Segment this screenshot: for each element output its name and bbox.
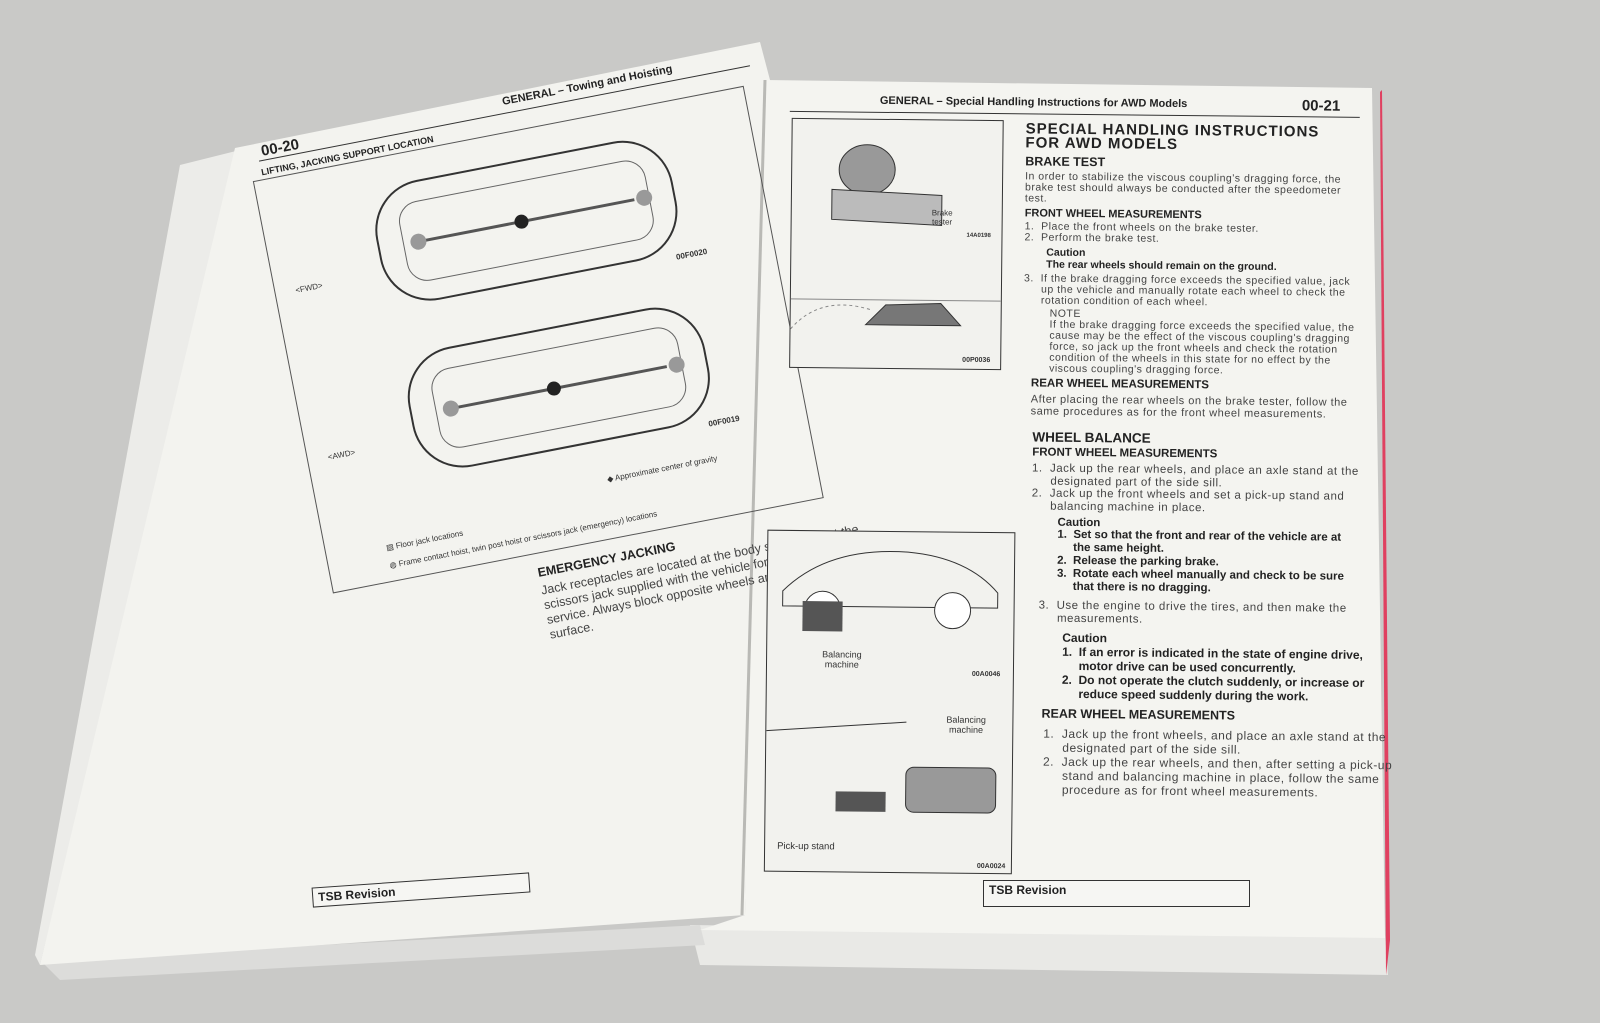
subheading: REAR WHEEL MEASUREMENTS [1041, 706, 1236, 723]
figure-label: Balancing [946, 714, 987, 725]
figure-code: 00A0046 [971, 670, 1001, 679]
section-heading: WHEEL BALANCE [1032, 429, 1151, 446]
left-page: 00-20 GENERAL – Towing and Hoisting LIFT… [252, 41, 861, 642]
right-page: GENERAL – Special Handling Instructions … [763, 92, 1392, 875]
caution-text: The rear wheels should remain on the gro… [1046, 258, 1277, 274]
subheading: FRONT WHEEL MEASUREMENTS [1032, 446, 1218, 461]
figure-label: Brake [931, 208, 953, 218]
figure-label: Balancing [822, 649, 862, 660]
jacking-diagram: <FWD> 00F0020 <AWD> 00F0019 ◆ Approximat… [252, 85, 824, 594]
car-underbody-illustration [375, 140, 710, 468]
figure-label: machine [949, 724, 984, 735]
figure-code: 14A0198 [966, 232, 991, 240]
subheading: REAR WHEEL MEASUREMENTS [1030, 377, 1210, 392]
tsb-revision-box-right: TSB Revision [983, 880, 1250, 907]
note-line: viscous coupling's dragging force. [1049, 362, 1224, 377]
section-heading: BRAKE TEST [1025, 154, 1106, 170]
page-number: 00-21 [1301, 97, 1341, 115]
figure-label: tester [932, 217, 953, 227]
figure-code: 00A0024 [976, 862, 1006, 871]
pickup-stand-label: Pick-up stand [777, 840, 835, 853]
figure-label: machine [824, 659, 859, 670]
figure-code: 00P0036 [962, 356, 991, 365]
